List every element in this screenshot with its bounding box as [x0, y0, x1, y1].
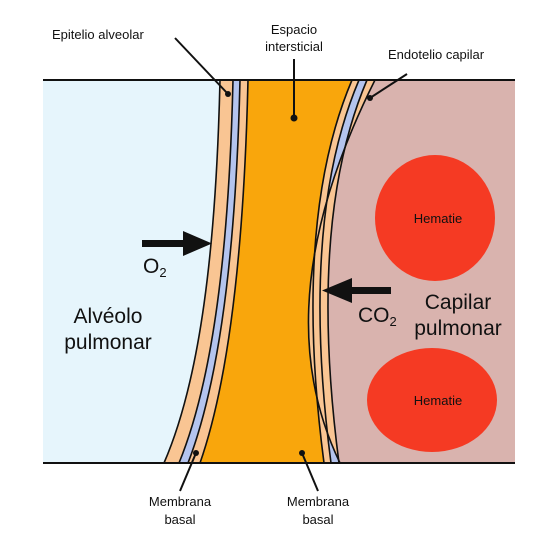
leader-dot	[290, 114, 298, 122]
alveolar-epithelium	[164, 80, 233, 463]
wall-outline	[327, 79, 368, 464]
label-endotelio-capilar: Endotelio capilar	[388, 47, 485, 62]
alveolus-region	[43, 80, 220, 463]
wall-outline	[187, 79, 241, 464]
leader-dot	[193, 450, 199, 456]
label-hematie-bottom: Hematie	[414, 393, 462, 408]
leader-endotelio	[369, 73, 408, 99]
leader-membrana-right	[301, 452, 319, 492]
label-epitelio-alveolar: Epitelio alveolar	[52, 27, 144, 42]
label-capilar-line1: Capilar	[425, 291, 492, 314]
label-membrana-left-line1: Membrana	[149, 494, 212, 509]
leader-membrana-left	[179, 452, 197, 492]
wall-outline	[199, 79, 249, 464]
label-membrana-right-line1: Membrana	[287, 494, 350, 509]
label-o2-main: O	[143, 255, 159, 278]
label-alveolo-line2: pulmonar	[64, 331, 152, 354]
hematie-bottom-cell	[367, 348, 497, 452]
label-membrana-right-line2: basal	[302, 512, 333, 527]
arrow-right-icon	[142, 231, 212, 256]
interstitial-lining-left	[188, 80, 248, 463]
wall-outline	[163, 79, 221, 464]
leader-dot	[225, 91, 231, 97]
label-capilar-line2: pulmonar	[414, 317, 502, 340]
label-alveolo-line1: Alvéolo	[74, 305, 143, 328]
label-o2-sub: 2	[159, 265, 166, 280]
label-o2: O2	[143, 255, 167, 280]
label-co2-main: CO	[358, 304, 390, 327]
wall-outline	[307, 79, 376, 464]
leader-epitelio	[174, 37, 229, 95]
arrow-left-icon	[322, 278, 391, 303]
label-espacio-line1: Espacio	[271, 22, 317, 37]
label-co2: CO2	[358, 304, 397, 329]
wall-outline	[319, 79, 360, 464]
label-hematie-top: Hematie	[414, 211, 462, 226]
capillary-endothelium	[308, 80, 375, 463]
label-co2-sub: 2	[390, 314, 397, 329]
leader-dot	[299, 450, 305, 456]
hematie-top-cell	[375, 155, 495, 281]
label-espacio-line2: intersticial	[265, 39, 323, 54]
leader-dot	[367, 95, 373, 101]
wall-outline	[178, 79, 234, 464]
label-membrana-left-line2: basal	[164, 512, 195, 527]
